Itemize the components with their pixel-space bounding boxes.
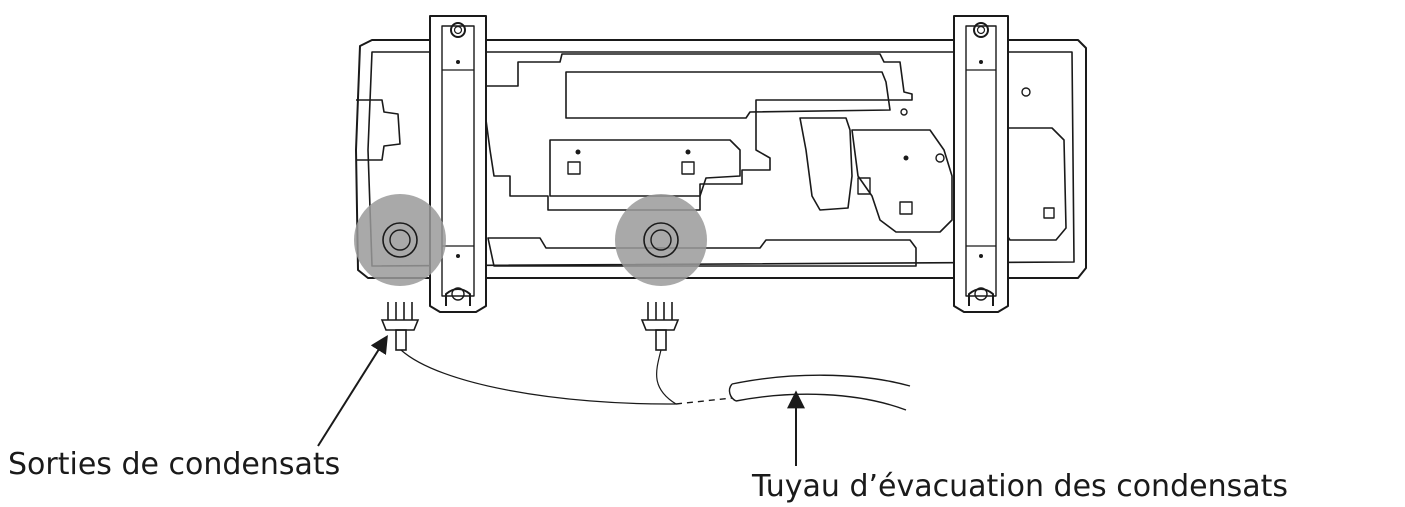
drain-connector-left — [380, 302, 420, 351]
far-right-bay — [999, 127, 1067, 241]
drain-pipe — [728, 374, 911, 411]
mounting-bracket-left — [429, 15, 487, 313]
bottom-channel — [487, 237, 917, 267]
tube-center — [656, 349, 677, 405]
condensate-outlet-left — [354, 194, 446, 286]
left-recess — [356, 99, 401, 161]
right-channel — [799, 117, 853, 211]
tab — [1043, 207, 1055, 219]
screw-hole — [1021, 87, 1031, 97]
screw-hole — [903, 155, 909, 161]
condensate-outlet-center — [615, 194, 707, 286]
tube-left — [400, 349, 677, 405]
screw-hole — [575, 149, 581, 155]
screw-hole — [935, 153, 945, 163]
upper-channel-inner — [565, 71, 891, 119]
tab — [681, 161, 695, 175]
screw-hole — [685, 149, 691, 155]
mounting-bracket-right — [953, 15, 1009, 313]
mid-channel — [549, 139, 741, 197]
screw-hole — [900, 108, 908, 116]
tab — [567, 161, 581, 175]
drain-connector-center — [640, 302, 680, 351]
tab — [857, 177, 871, 195]
housing-outline — [355, 39, 1087, 279]
drain-pipe-label: Tuyau d’évacuation des condensats — [752, 469, 1288, 504]
tab — [899, 201, 913, 215]
right-bay — [851, 129, 953, 233]
central-channel — [485, 53, 913, 211]
condensate-outlets-label: Sorties de condensats — [8, 447, 341, 482]
arrow-outlets — [317, 334, 388, 447]
tube-joint — [675, 397, 733, 405]
